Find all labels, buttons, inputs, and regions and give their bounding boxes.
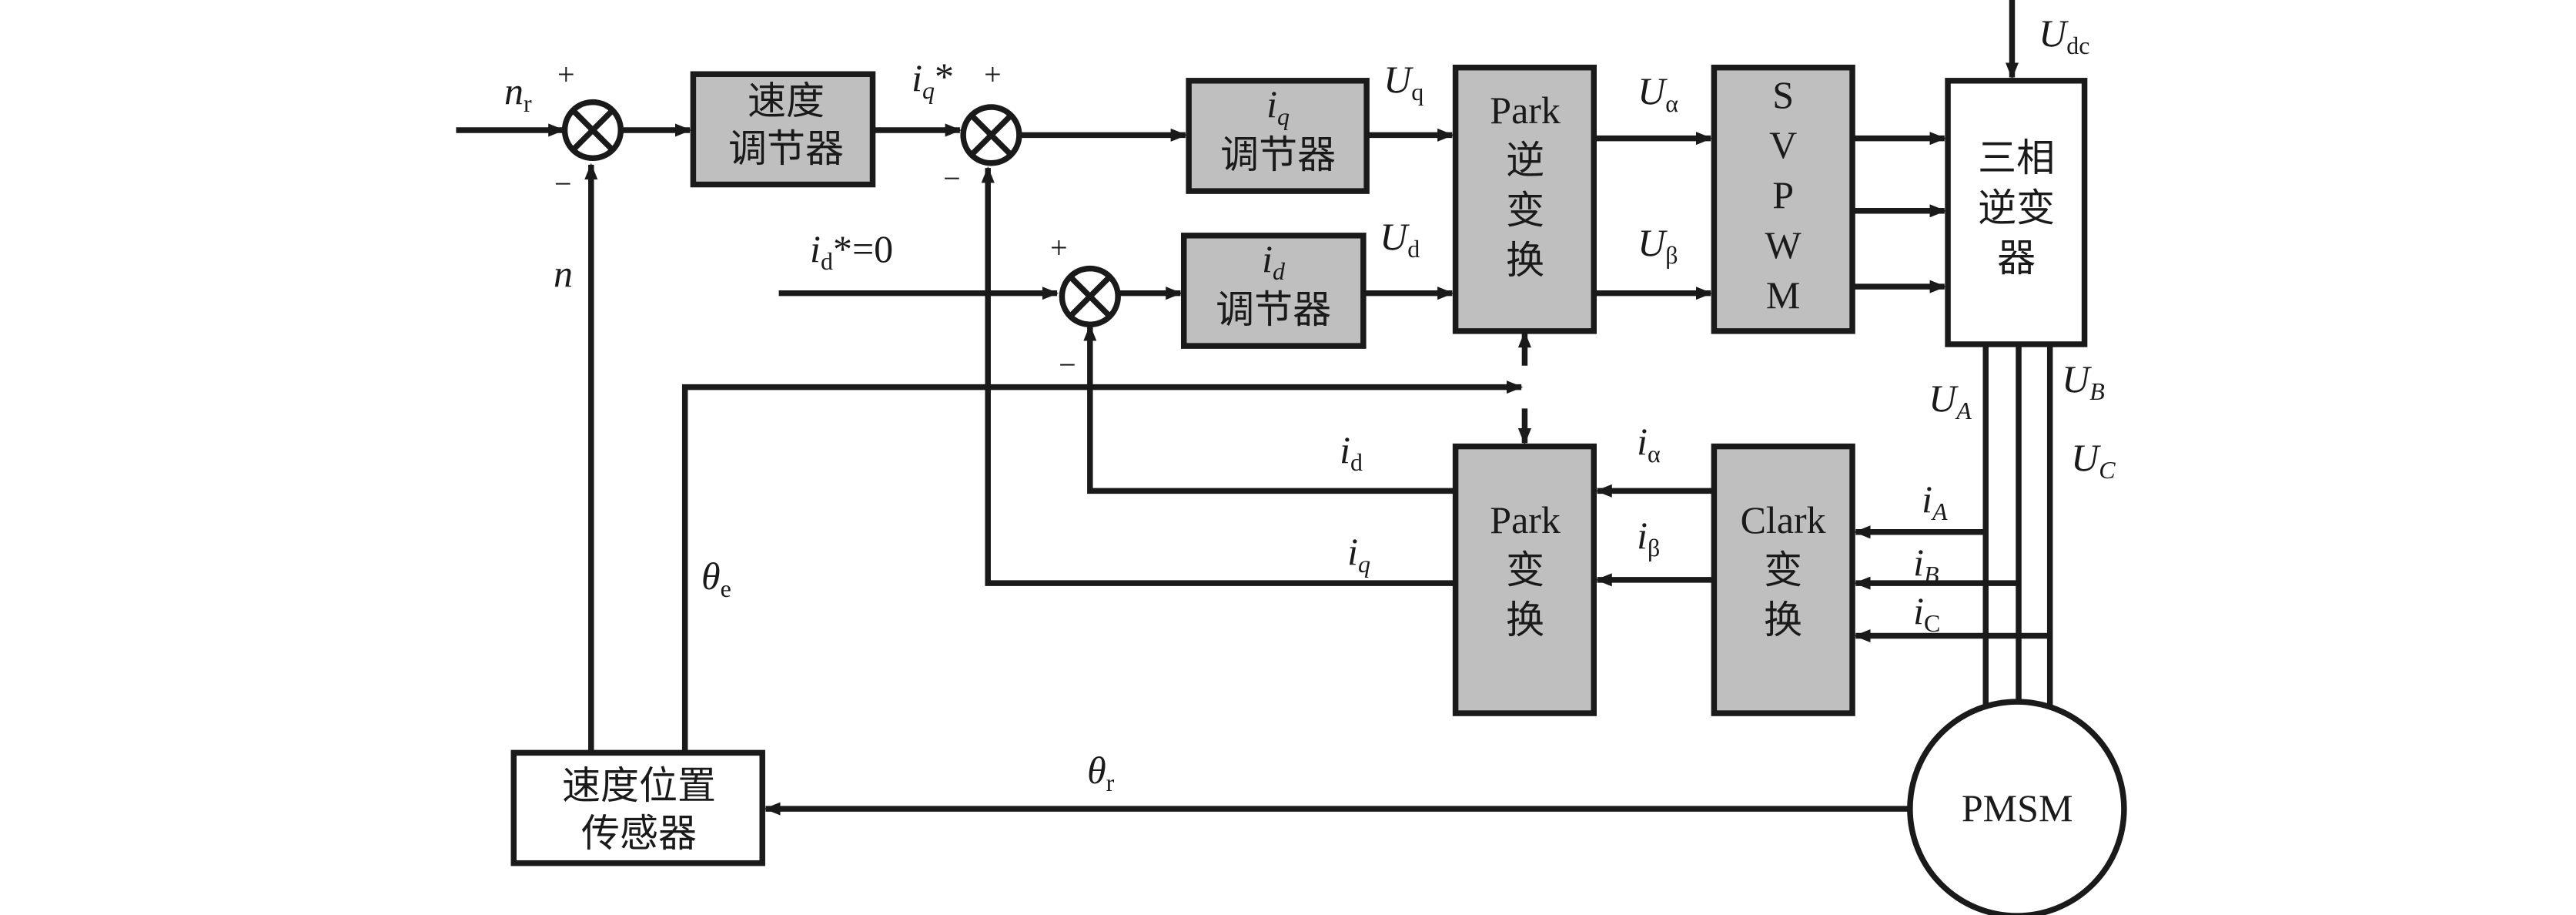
park-label-2: 变 <box>1506 548 1544 592</box>
speed-regulator-label-1: 速度 <box>748 79 825 123</box>
id-regulator-label: 调节器 <box>1216 287 1331 332</box>
sign-plus-id: + <box>1050 230 1068 265</box>
svpwm-block: S V P W M <box>1711 64 1855 334</box>
label-theta-e: θe <box>701 555 731 602</box>
clark-block: Clark 变 换 <box>1711 443 1855 716</box>
label-ialpha: iα <box>1637 420 1661 468</box>
label-uq: Uq <box>1383 58 1423 106</box>
sign-minus-iq: − <box>943 161 961 196</box>
iq-regulator-block: iq 调节器 <box>1186 78 1370 194</box>
sum-junction-speed <box>561 99 624 162</box>
sum-junction-id <box>1059 265 1121 328</box>
park-label-1: Park <box>1490 498 1561 541</box>
inverse-park-label-1: Park <box>1490 89 1561 132</box>
label-ibeta: iβ <box>1637 514 1660 561</box>
sensor-label-1: 速度位置 <box>562 763 716 808</box>
inverse-park-label-3: 变 <box>1506 188 1544 233</box>
inverse-park-label-2: 逆 <box>1506 138 1544 183</box>
label-theta-r: θr <box>1087 749 1115 796</box>
inverse-park-label-4: 换 <box>1506 238 1544 283</box>
inverter-label-1: 三相 <box>1978 136 2055 180</box>
three-phase-inverter-block: 三相 逆变 器 <box>1945 78 2088 347</box>
label-ia: iA <box>1922 478 1948 525</box>
pmsm-label: PMSM <box>1962 786 2073 830</box>
label-uc: UC <box>2071 436 2116 484</box>
inverse-park-block: Park 逆 变 换 <box>1452 64 1597 334</box>
clark-label-2: 变 <box>1764 548 1802 592</box>
label-ubeta: Uβ <box>1638 221 1678 269</box>
inverter-label-2: 逆变 <box>1978 186 2055 230</box>
sign-minus-speed: − <box>554 166 572 201</box>
park-block: Park 变 换 <box>1452 443 1597 716</box>
park-label-3: 换 <box>1506 598 1544 642</box>
iq-regulator-label: 调节器 <box>1220 132 1336 177</box>
speed-regulator-label-2: 调节器 <box>728 126 844 171</box>
sign-plus-speed: + <box>557 57 575 92</box>
label-ua: UA <box>1929 377 1972 424</box>
label-id-ref: id*=0 <box>810 227 893 275</box>
id-regulator-block: id 调节器 <box>1180 233 1367 349</box>
signal-lines <box>456 0 2053 816</box>
inverter-label-3: 器 <box>1997 236 2036 280</box>
id-regulator-var: id <box>1262 237 1286 285</box>
clark-label-1: Clark <box>1741 498 1826 541</box>
label-ualpha: Uα <box>1638 69 1678 117</box>
sum-junction-iq <box>960 104 1022 166</box>
label-ub: UB <box>2062 357 2105 405</box>
label-iq-feedback: iq <box>1347 530 1370 578</box>
sensor-label-2: 传感器 <box>581 811 697 856</box>
sign-plus-iq: + <box>984 57 1002 92</box>
pmsm-motor: PMSM <box>1907 699 2127 915</box>
speed-position-sensor-block: 速度位置 传感器 <box>510 749 765 866</box>
junction-signs: + − + − + − <box>554 57 1076 382</box>
label-iq-ref: iq* <box>912 55 954 104</box>
iq-regulator-var: iq <box>1266 82 1290 130</box>
signal-labels: nr iq* id*=0 Uq Ud Uα Uβ Udc UA UB UC n … <box>504 12 2116 796</box>
label-n: n <box>554 252 573 295</box>
label-ud: Ud <box>1380 215 1420 263</box>
label-ic: iC <box>1913 589 1940 637</box>
label-id-feedback: id <box>1340 428 1363 476</box>
svpwm-letter-s: S <box>1772 73 1794 116</box>
svpwm-letter-w: W <box>1765 223 1802 266</box>
svpwm-letter-v: V <box>1769 123 1797 166</box>
label-nr: nr <box>504 69 532 117</box>
svpwm-letter-m: M <box>1766 273 1800 317</box>
speed-regulator-block: 速度 调节器 <box>690 71 876 188</box>
label-ib: iB <box>1913 541 1939 588</box>
label-udc: Udc <box>2039 12 2089 59</box>
clark-label-3: 换 <box>1764 598 1802 642</box>
svpwm-letter-p: P <box>1772 173 1794 216</box>
sign-minus-id: − <box>1059 347 1076 382</box>
